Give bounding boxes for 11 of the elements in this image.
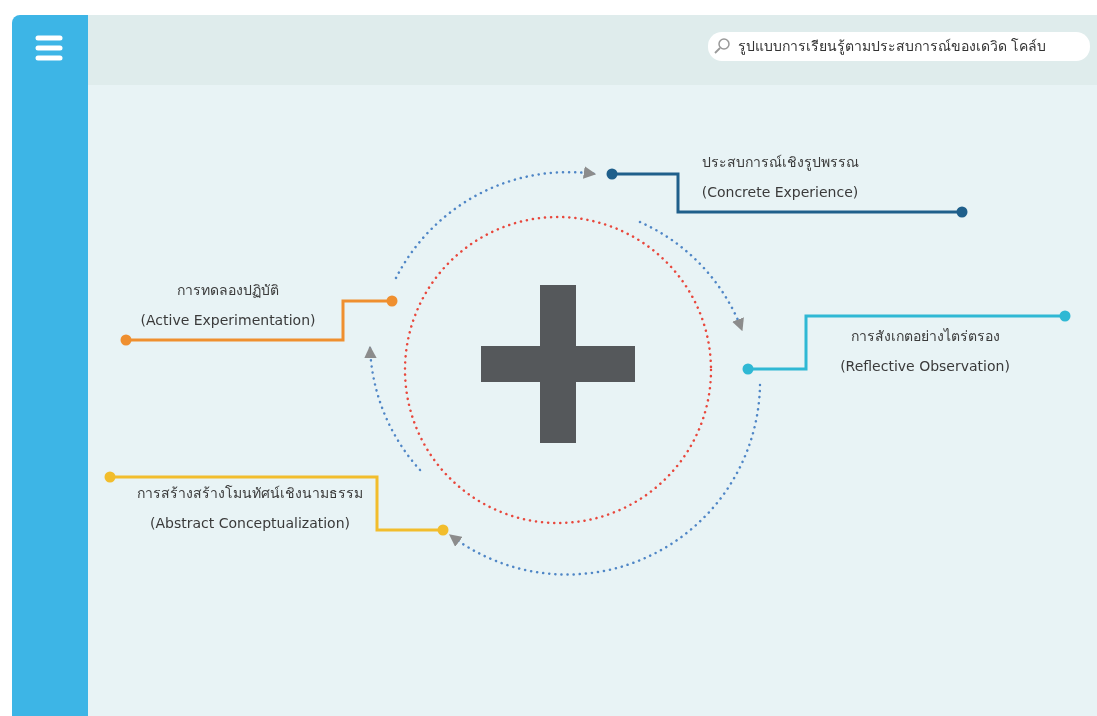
cycle-arrow — [448, 383, 762, 576]
cycle-arrow — [638, 220, 744, 332]
stage-subtitle: (Concrete Experience) — [700, 183, 860, 202]
stage-title: การทดลองปฏิบัติ — [176, 281, 280, 300]
stage-subtitle: (Active Experimentation) — [139, 311, 317, 330]
stage-title: ประสบการณ์เชิงรูปพรรณ — [700, 153, 860, 172]
search-text: รูปแบบการเรียนรู้ตามประสบการณ์ของเดวิด โคล์บ — [738, 37, 1047, 56]
stage-title: การสังเกตอย่างไตร่ตรอง — [849, 327, 1001, 346]
cycle-arrow — [394, 166, 597, 280]
cycle-arrow — [364, 345, 422, 472]
stage-subtitle: (Reflective Observation) — [839, 357, 1011, 376]
